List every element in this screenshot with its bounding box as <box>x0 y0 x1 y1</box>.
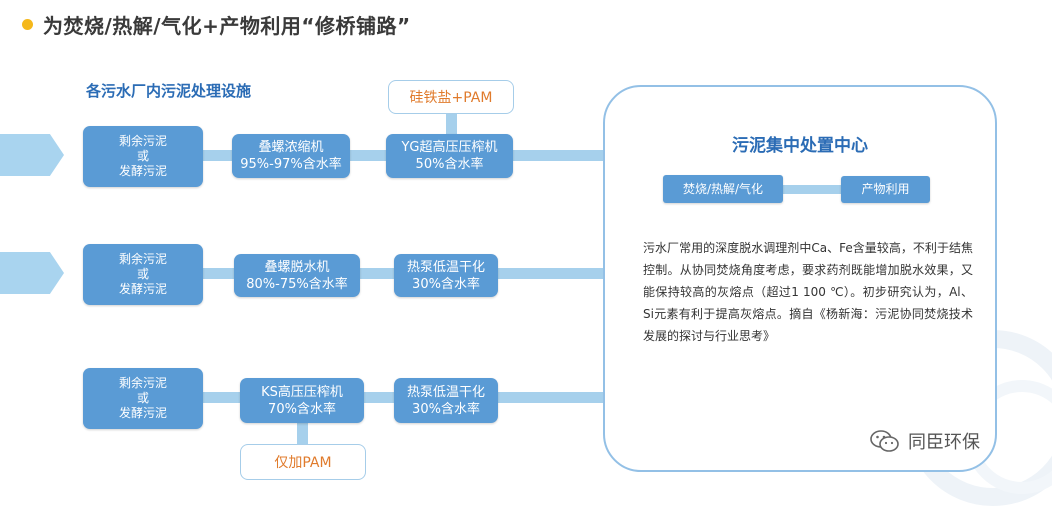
process-moisture: 80%-75%含水率 <box>246 276 348 292</box>
source-line: 剩余污泥 <box>118 252 167 266</box>
input-arrow <box>0 252 64 294</box>
connector <box>783 185 843 194</box>
additive-note: 硅铁盐+PAM <box>388 80 514 114</box>
process-name: 叠螺浓缩机 <box>258 140 324 155</box>
source-line: 剩余污泥 <box>118 376 167 390</box>
process-name: 叠螺脱水机 <box>264 259 330 275</box>
process-node: KS高压压榨机 70%含水率 <box>240 378 364 423</box>
section-subtitle: 各污水厂内污泥处理设施 <box>86 82 252 100</box>
process-label: 焚烧/热解/气化 <box>682 181 764 196</box>
source-sludge-node: 剩余污泥 或 发酵污泥 <box>83 126 203 187</box>
source-line: 剩余污泥 <box>118 134 167 148</box>
process-name: YG超高压压榨机 <box>401 140 498 155</box>
source-sludge-node: 剩余污泥 或 发酵污泥 <box>83 244 203 305</box>
connector <box>364 392 397 403</box>
source-sludge-node: 剩余污泥 或 发酵污泥 <box>83 368 203 429</box>
process-moisture: 70%含水率 <box>268 401 336 417</box>
process-name: KS高压压榨机 <box>261 384 343 400</box>
connector <box>203 150 239 161</box>
title-bar: 为焚烧/热解/气化+产物利用“修桥铺路” <box>22 10 411 39</box>
process-name: 热泵低温干化 <box>406 259 485 275</box>
source-line: 或 <box>136 267 149 281</box>
watermark: 同臣环保 <box>870 428 980 454</box>
input-arrow <box>0 134 64 176</box>
source-line: 发酵污泥 <box>118 406 167 420</box>
page-title: 为焚烧/热解/气化+产物利用“修桥铺路” <box>43 14 411 38</box>
center-title: 污泥集中处置中心 <box>732 136 868 156</box>
process-moisture: 95%-97%含水率 <box>240 157 342 172</box>
disposal-center-panel: 污泥集中处置中心 焚烧/热解/气化 产物利用 污水厂常用的深度脱水调理剂中Ca、… <box>603 85 997 472</box>
process-node: 热泵低温干化 30%含水率 <box>394 254 498 297</box>
connector <box>203 268 239 279</box>
source-line: 或 <box>136 391 149 405</box>
process-name: 热泵低温干化 <box>406 384 485 400</box>
connector <box>360 268 397 279</box>
wechat-icon <box>870 430 899 452</box>
additive-note: 仅加PAM <box>240 444 366 480</box>
process-node: 叠螺浓缩机 95%-97%含水率 <box>232 134 350 178</box>
process-product-box: 产物利用 <box>841 176 930 203</box>
connector <box>446 113 457 137</box>
center-description: 污水厂常用的深度脱水调理剂中Ca、Fe含量较高，不利于结焦控制。从协同焚烧角度考… <box>643 241 973 343</box>
process-moisture: 30%含水率 <box>412 276 480 292</box>
process-node: 热泵低温干化 30%含水率 <box>394 378 498 423</box>
process-moisture: 30%含水率 <box>412 401 480 417</box>
process-label: 产物利用 <box>861 182 910 196</box>
process-moisture: 50%含水率 <box>415 157 484 172</box>
bullet-dot-icon <box>22 19 33 30</box>
process-incineration-box: 焚烧/热解/气化 <box>663 175 783 203</box>
connector <box>350 150 390 161</box>
process-node: YG超高压压榨机 50%含水率 <box>386 134 513 178</box>
source-line: 发酵污泥 <box>118 282 167 296</box>
connector <box>203 392 241 403</box>
source-line: 或 <box>136 149 149 163</box>
connector <box>297 422 308 446</box>
connector <box>496 268 605 279</box>
process-node: 叠螺脱水机 80%-75%含水率 <box>234 254 360 297</box>
connector <box>496 392 605 403</box>
watermark-text: 同臣环保 <box>908 432 980 453</box>
connector <box>513 150 605 161</box>
source-line: 发酵污泥 <box>118 164 167 178</box>
